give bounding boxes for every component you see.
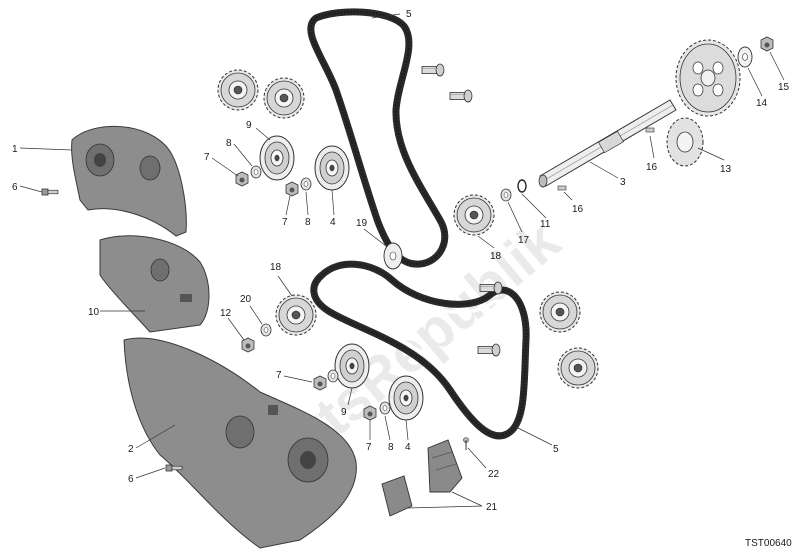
callout-4-lower: 4: [405, 442, 411, 453]
callout-1: 1: [12, 144, 18, 155]
gear-13: [666, 117, 704, 167]
idler-pulley-4-lower: [388, 375, 424, 421]
camshaft-pulley-upper-b: [263, 77, 305, 119]
camshaft-pulley-lower-b: [557, 347, 599, 389]
spacer-19: [383, 242, 403, 270]
circlip-11: [517, 179, 527, 193]
nut-7-upper-a: [235, 171, 249, 187]
timing-cover-1: [71, 125, 187, 237]
drive-shaft-3: [538, 99, 677, 188]
washer-20: [260, 323, 272, 337]
washer-8-upper-b: [300, 177, 312, 191]
camshaft-pulley-lower-a: [539, 291, 581, 333]
callout-14: 14: [756, 98, 768, 109]
callout-16-upper: 16: [646, 162, 658, 173]
callout-6-upper: 6: [12, 182, 18, 193]
stud-upper-b: [449, 89, 473, 103]
leader-lines: [19, 13, 785, 509]
callout-8-upper-b: 8: [305, 217, 311, 228]
callout-15: 15: [778, 82, 790, 93]
reference-code: TST00640: [745, 538, 792, 549]
callout-7-upper-b: 7: [282, 217, 288, 228]
key-16-lower: [557, 185, 567, 191]
tensioner-pulley-9-upper: [259, 135, 295, 181]
callout-6-lower: 6: [128, 474, 134, 485]
timing-cover-2: [123, 337, 357, 549]
callout-12: 12: [220, 308, 232, 319]
callout-7-lower-b: 7: [366, 442, 372, 453]
screw-22: [463, 437, 469, 450]
callout-9-upper: 9: [246, 120, 252, 131]
drive-pulley-18-left: [275, 294, 317, 336]
tensioner-pulley-9-lower: [334, 343, 370, 389]
callout-16-lower: 16: [572, 204, 584, 215]
callout-4-upper: 4: [330, 217, 336, 228]
callout-3: 3: [620, 177, 626, 188]
callout-13: 13: [720, 164, 732, 175]
callout-2: 2: [128, 444, 134, 455]
callout-8-lower: 8: [388, 442, 394, 453]
callout-17: 17: [518, 235, 530, 246]
callout-18-center: 18: [490, 251, 502, 262]
stud-upper-a: [421, 63, 445, 77]
callout-10: 10: [88, 307, 100, 318]
washer-14: [737, 46, 753, 68]
nut-7-lower-a: [313, 375, 327, 391]
rubber-block-21: [381, 475, 413, 517]
callout-21: 21: [486, 502, 498, 513]
timing-gear-large: [675, 39, 741, 117]
timing-belt-lower: [310, 260, 530, 440]
camshaft-pulley-upper-a: [217, 69, 259, 111]
washer-17: [500, 188, 512, 202]
callout-22: 22: [488, 469, 500, 480]
callout-18-left: 18: [270, 262, 282, 273]
washer-8-lower-a: [327, 369, 339, 383]
callout-9-lower: 9: [341, 407, 347, 418]
callout-8-upper-a: 8: [226, 138, 232, 149]
callout-7-lower-a: 7: [276, 370, 282, 381]
washer-8-lower-b: [379, 401, 391, 415]
callout-11: 11: [540, 219, 551, 230]
nut-15: [760, 36, 774, 52]
callout-20: 20: [240, 294, 252, 305]
timing-belt-upper: [307, 8, 449, 268]
callout-7-upper-a: 7: [204, 152, 210, 163]
nut-7-upper-b: [285, 181, 299, 197]
timing-cover-10: [99, 235, 210, 333]
idler-pulley-4-upper: [314, 145, 350, 191]
callout-5-lower: 5: [553, 444, 559, 455]
key-16-upper: [645, 127, 655, 133]
callout-5-upper: 5: [406, 9, 412, 20]
callout-labels: 1 6 10 2 6 5 5 3 4 4 7 7 7 7 8 8 8 9 9 1…: [12, 9, 790, 513]
nut-7-lower-b: [363, 405, 377, 421]
washer-8-upper-a: [250, 165, 262, 179]
stud-lower-b: [477, 343, 501, 357]
bracket-21: [427, 439, 463, 493]
callout-19: 19: [356, 218, 368, 229]
drive-pulley-18-center: [453, 194, 495, 236]
bolt-6-upper: [41, 188, 59, 196]
